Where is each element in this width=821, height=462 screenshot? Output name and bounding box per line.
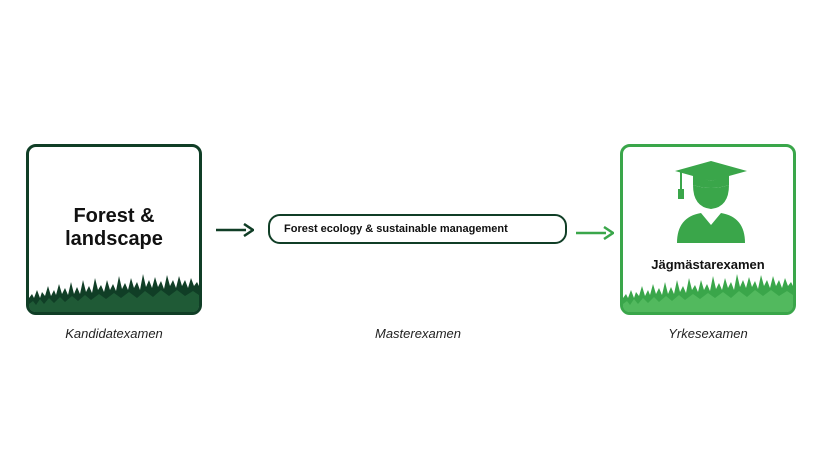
arrow-right-icon (576, 226, 614, 240)
master-program-label: Forest ecology & sustainable management (284, 223, 508, 235)
master-caption: Masterexamen (375, 326, 461, 341)
forest-silhouette-icon (623, 274, 793, 312)
bachelor-caption: Kandidatexamen (65, 326, 163, 341)
arrow-right-icon (216, 223, 254, 237)
bachelor-box: Forest & landscape (26, 144, 202, 315)
master-program-pill: Forest ecology & sustainable management (268, 214, 567, 244)
professional-caption: Yrkesexamen (668, 326, 748, 341)
professional-box: Jägmästarexamen (620, 144, 796, 315)
graduate-icon (675, 161, 747, 243)
professional-title: Jägmästarexamen (651, 257, 765, 272)
bachelor-title: Forest & landscape (65, 205, 163, 250)
forest-silhouette-icon (29, 274, 199, 312)
